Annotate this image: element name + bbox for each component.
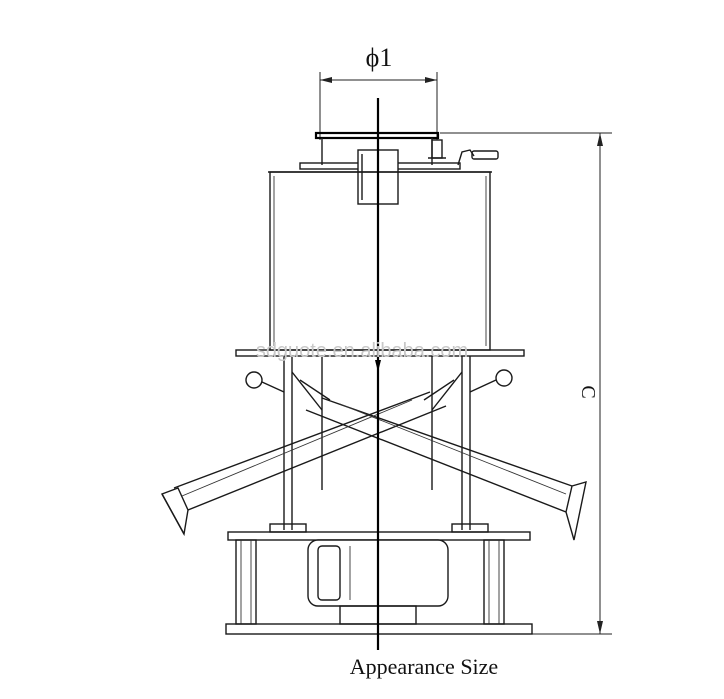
support-legs (283, 356, 471, 530)
center-axis (375, 98, 381, 650)
top-diameter-dimension: ϕ1 (319, 43, 438, 140)
height-label: C (577, 385, 599, 398)
frame-plate (235, 349, 525, 357)
caption: Appearance Size (350, 654, 498, 679)
side-knobs (245, 369, 513, 393)
top-cover (299, 131, 499, 205)
discharge-chutes (160, 391, 587, 541)
watermark: sdguote.en.alibaba.com (256, 340, 468, 362)
diameter-label: ϕ1 (366, 43, 393, 72)
height-dimension: C (440, 132, 612, 635)
